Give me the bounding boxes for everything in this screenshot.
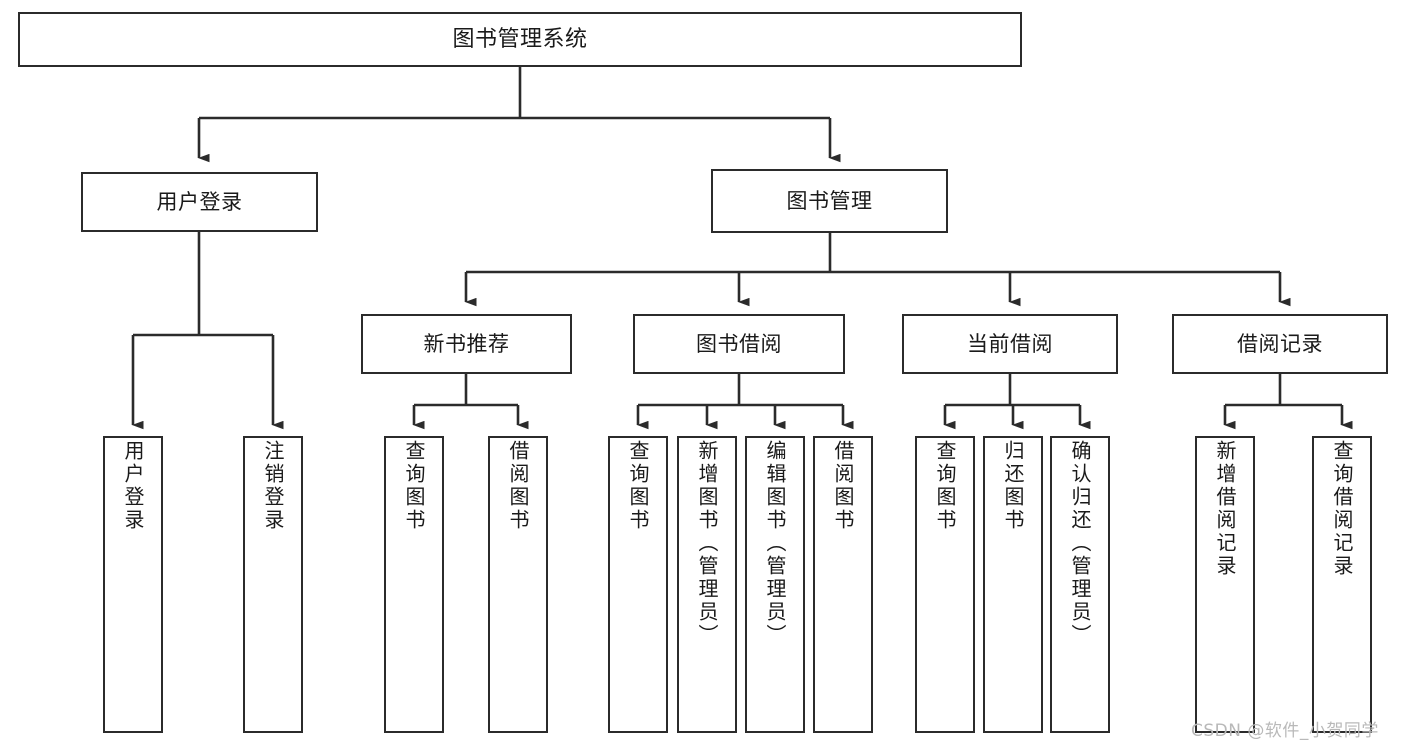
leaf-user-login[interactable]: 用户登录 <box>103 436 163 733</box>
leaf-add-record-label: 新增借阅记录 <box>1213 440 1237 578</box>
leaf-borrow-book-2[interactable]: 借阅图书 <box>813 436 873 733</box>
leaf-logout[interactable]: 注销登录 <box>243 436 303 733</box>
leaf-return-book-label: 归还图书 <box>1001 440 1025 532</box>
node-current-borrow[interactable]: 当前借阅 <box>902 314 1118 374</box>
node-new-book-recommend[interactable]: 新书推荐 <box>361 314 572 374</box>
node-user-login-label: 用户登录 <box>156 189 243 214</box>
node-user-login[interactable]: 用户登录 <box>81 172 318 232</box>
leaf-query-book-2[interactable]: 查询图书 <box>608 436 668 733</box>
leaf-logout-label: 注销登录 <box>261 440 285 532</box>
leaf-return-book[interactable]: 归还图书 <box>983 436 1043 733</box>
leaf-edit-book[interactable]: 编辑图书（管理员） <box>745 436 805 733</box>
leaf-borrow-book-2-label: 借阅图书 <box>831 440 855 532</box>
node-root[interactable]: 图书管理系统 <box>18 12 1022 67</box>
leaf-borrow-book-1-label: 借阅图书 <box>506 440 530 532</box>
leaf-query-record-label: 查询借阅记录 <box>1330 440 1354 578</box>
leaf-query-book-1-label: 查询图书 <box>402 440 426 532</box>
leaf-query-book-1[interactable]: 查询图书 <box>384 436 444 733</box>
node-book-management-label: 图书管理 <box>786 188 873 213</box>
leaf-confirm-return[interactable]: 确认归还（管理员） <box>1050 436 1110 733</box>
watermark: CSDN @软件_小贺同学 <box>1191 721 1379 741</box>
node-borrow-record-label: 借阅记录 <box>1237 331 1323 356</box>
node-root-label: 图书管理系统 <box>452 26 588 52</box>
node-book-management[interactable]: 图书管理 <box>711 169 948 233</box>
leaf-confirm-return-label: 确认归还（管理员） <box>1068 440 1092 647</box>
leaf-borrow-book-1[interactable]: 借阅图书 <box>488 436 548 733</box>
node-current-borrow-label: 当前借阅 <box>967 331 1053 356</box>
leaf-query-book-3[interactable]: 查询图书 <box>915 436 975 733</box>
leaf-query-book-2-label: 查询图书 <box>626 440 650 532</box>
leaf-add-book[interactable]: 新增图书（管理员） <box>677 436 737 733</box>
leaf-add-record[interactable]: 新增借阅记录 <box>1195 436 1255 733</box>
leaf-query-book-3-label: 查询图书 <box>933 440 957 532</box>
node-book-borrow[interactable]: 图书借阅 <box>633 314 845 374</box>
node-new-book-recommend-label: 新书推荐 <box>423 331 510 356</box>
leaf-query-record[interactable]: 查询借阅记录 <box>1312 436 1372 733</box>
node-book-borrow-label: 图书借阅 <box>696 331 782 356</box>
node-borrow-record[interactable]: 借阅记录 <box>1172 314 1388 374</box>
leaf-add-book-label: 新增图书（管理员） <box>695 440 719 647</box>
leaf-edit-book-label: 编辑图书（管理员） <box>763 440 787 647</box>
leaf-user-login-label: 用户登录 <box>121 440 145 532</box>
